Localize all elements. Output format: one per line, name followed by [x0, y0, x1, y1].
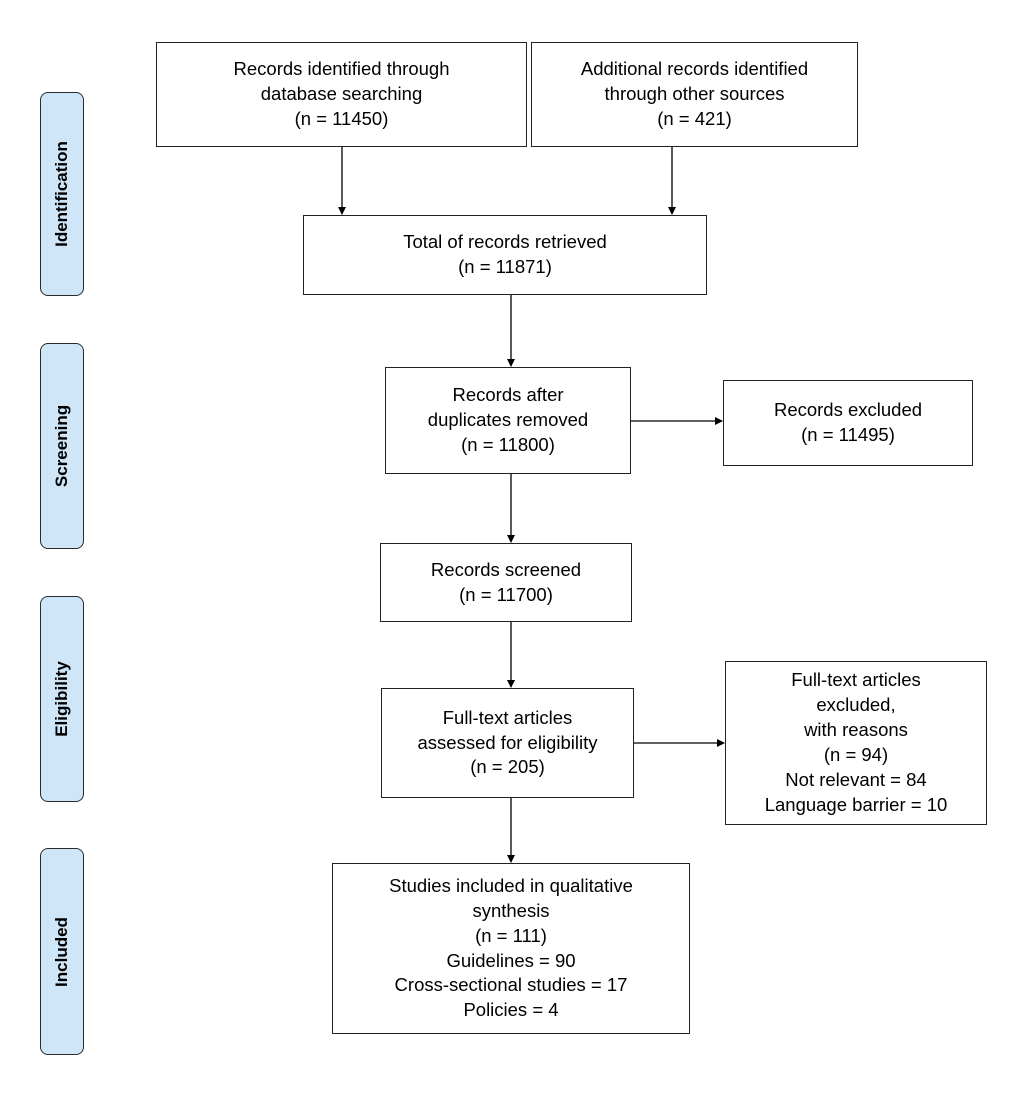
box-records-excluded: Records excluded (n = 11495) [723, 380, 973, 466]
box-total-retrieved: Total of records retrieved (n = 11871) [303, 215, 707, 295]
box-fulltext-assessed: Full-text articles assessed for eligibil… [381, 688, 634, 798]
box-after-duplicates: Records after duplicates removed (n = 11… [385, 367, 631, 474]
box-database-search: Records identified through database sear… [156, 42, 527, 147]
phase-identification: Identification [40, 92, 84, 296]
phase-included: Included [40, 848, 84, 1055]
phase-screening: Screening [40, 343, 84, 549]
box-fulltext-excluded: Full-text articles excluded, with reason… [725, 661, 987, 825]
box-studies-included: Studies included in qualitative synthesi… [332, 863, 690, 1034]
box-records-screened: Records screened (n = 11700) [380, 543, 632, 622]
phase-eligibility: Eligibility [40, 596, 84, 802]
box-other-sources: Additional records identified through ot… [531, 42, 858, 147]
